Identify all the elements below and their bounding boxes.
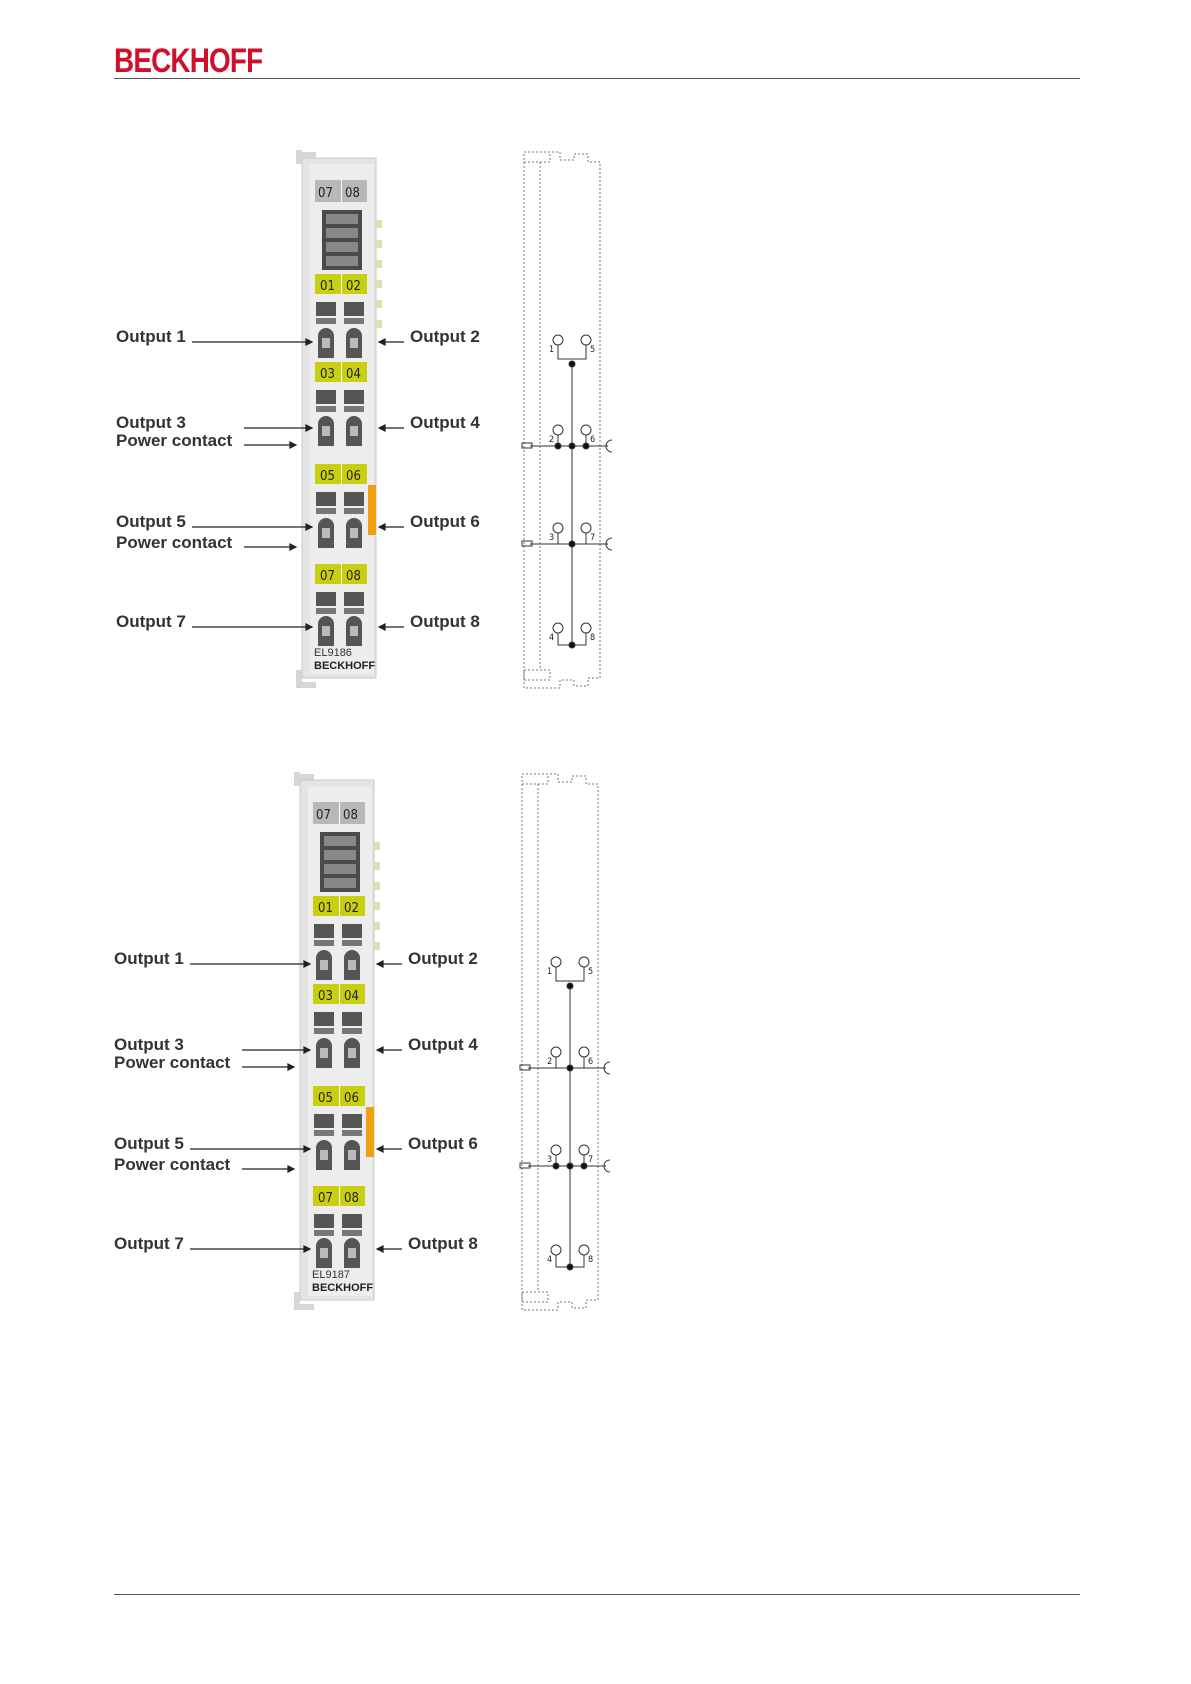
label-output-8: Output 8 <box>408 1234 478 1253</box>
wiring-schematic <box>519 773 611 1311</box>
group-2-left-tag: 03 <box>320 367 335 382</box>
terminal-brand-label: BECKHOFF <box>314 660 375 672</box>
terminal-type-label: EL9187 <box>312 1269 350 1281</box>
pin-label-5: 5 <box>590 345 595 355</box>
top-tag-right: 08 <box>345 186 360 201</box>
terminal-figure-1: 07 08 01 02 03 04 05 06 <box>0 140 1191 700</box>
pin-label-4: 4 <box>547 1255 552 1265</box>
label-output-6: Output 6 <box>410 512 480 531</box>
schematic-pin-labels: 1 5 2 6 3 7 4 8 <box>549 345 595 643</box>
terminal-figure-2: 07 08 01 02 03 04 05 06 <box>0 762 1191 1322</box>
label-output-8: Output 8 <box>410 612 480 631</box>
label-output-2: Output 2 <box>408 949 478 968</box>
group-4-right-tag: 08 <box>346 569 361 584</box>
label-power-contact-2: Power contact <box>116 533 233 552</box>
header-rule <box>114 78 1080 79</box>
label-power-contact-1: Power contact <box>116 431 233 450</box>
footer-rule <box>114 1594 1080 1595</box>
label-output-3: Output 3 <box>116 413 186 432</box>
top-tag-right: 08 <box>343 808 358 823</box>
terminal-drawing: 07 08 01 02 03 04 05 06 <box>190 772 611 1311</box>
group-1-right-tag: 02 <box>346 279 361 294</box>
pin-label-7: 7 <box>590 533 595 543</box>
group-4-left-tag: 07 <box>318 1191 333 1206</box>
group-3-left-tag: 05 <box>320 469 335 484</box>
label-output-5: Output 5 <box>114 1134 184 1153</box>
pin-label-8: 8 <box>590 633 595 643</box>
group-4-left-tag: 07 <box>320 569 335 584</box>
group-3-right-tag: 06 <box>346 469 361 484</box>
label-power-contact-2: Power contact <box>114 1155 231 1174</box>
group-2-right-tag: 04 <box>344 989 359 1004</box>
group-3-left-tag: 05 <box>318 1091 333 1106</box>
top-tag-left: 07 <box>318 186 333 201</box>
pin-label-6: 6 <box>588 1057 593 1067</box>
pin-label-3: 3 <box>547 1155 552 1165</box>
label-arrows <box>192 338 404 631</box>
label-output-4: Output 4 <box>408 1035 478 1054</box>
pin-label-2: 2 <box>547 1057 552 1067</box>
pin-label-8: 8 <box>588 1255 593 1265</box>
label-output-7: Output 7 <box>116 612 186 631</box>
terminal-type-label: EL9186 <box>314 647 352 659</box>
label-output-1: Output 1 <box>116 327 186 346</box>
group-2-left-tag: 03 <box>318 989 333 1004</box>
pin-label-6: 6 <box>590 435 595 445</box>
label-output-6: Output 6 <box>408 1134 478 1153</box>
pin-label-1: 1 <box>547 967 552 977</box>
group-4-right-tag: 08 <box>344 1191 359 1206</box>
top-tag-left: 07 <box>316 808 331 823</box>
pin-label-7: 7 <box>588 1155 593 1165</box>
group-1-left-tag: 01 <box>320 279 335 294</box>
label-output-1: Output 1 <box>114 949 184 968</box>
terminal-drawing: 07 08 01 02 03 04 05 06 <box>192 150 613 689</box>
pin-label-4: 4 <box>549 633 554 643</box>
brand-logo: BECKHOFF <box>114 42 263 80</box>
pin-label-1: 1 <box>549 345 554 355</box>
group-2-right-tag: 04 <box>346 367 361 382</box>
label-output-7: Output 7 <box>114 1234 184 1253</box>
group-3-right-tag: 06 <box>344 1091 359 1106</box>
pin-label-3: 3 <box>549 533 554 543</box>
label-output-4: Output 4 <box>410 413 480 432</box>
pin-label-5: 5 <box>588 967 593 977</box>
label-arrows <box>190 960 402 1253</box>
terminal-brand-label: BECKHOFF <box>312 1282 373 1294</box>
label-output-5: Output 5 <box>116 512 186 531</box>
group-1-right-tag: 02 <box>344 901 359 916</box>
schematic-pin-labels: 1 5 2 6 3 7 4 8 <box>547 967 593 1265</box>
group-1-left-tag: 01 <box>318 901 333 916</box>
wiring-schematic <box>521 151 613 689</box>
label-output-2: Output 2 <box>410 327 480 346</box>
pin-label-2: 2 <box>549 435 554 445</box>
label-output-3: Output 3 <box>114 1035 184 1054</box>
label-power-contact-1: Power contact <box>114 1053 231 1072</box>
